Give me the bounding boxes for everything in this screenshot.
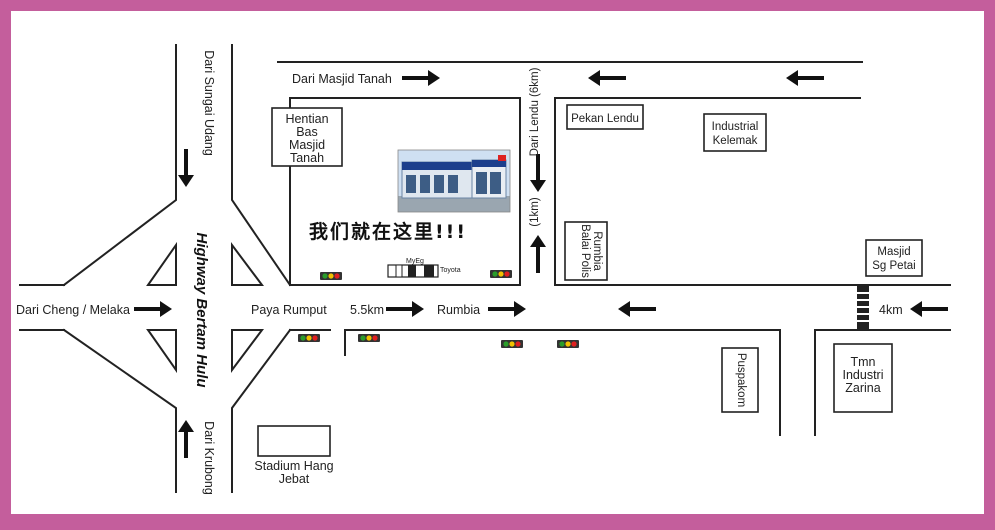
masjid-sg-petai-label-2: Sg Petai: [872, 260, 915, 272]
dari-cheng-melaka-label: Dari Cheng / Melaka: [16, 303, 130, 317]
zebra-crossing: [857, 286, 869, 329]
rumbia-label: Rumbia: [437, 303, 480, 317]
traffic-light-icon: [490, 270, 512, 278]
tmn-industri-box: [833, 343, 893, 413]
puspakom-label: Puspakom: [735, 353, 747, 407]
map-canvas: [11, 11, 984, 514]
traffic-light-icon: [501, 340, 523, 348]
hentian-label-2: Bas: [296, 125, 318, 139]
highway-label: Highway Bertam Hulu: [193, 232, 210, 387]
traffic-light-icon: [320, 272, 342, 280]
hentian-label-4: Tanah: [290, 151, 324, 165]
balai-polis-label-2: Rumbia: [591, 231, 603, 271]
main-roads: [277, 61, 951, 436]
stadium-box: [257, 425, 331, 457]
hentian-label-1: Hentian: [285, 112, 328, 126]
paya-rumput-label: Paya Rumput: [251, 303, 327, 317]
toyota-label: Toyota: [440, 267, 461, 274]
tmn-industri-label-2: Industri: [843, 368, 884, 382]
pekan-lendu-label: Pekan Lendu: [571, 113, 639, 125]
industrial-box: [703, 113, 767, 152]
stadium-label-2: Jebat: [279, 472, 310, 486]
masjid-sg-petai-label-1: Masjid: [877, 246, 910, 258]
hentian-label-3: Masjid: [289, 138, 325, 152]
balai-polis-label-1: Balai Polis: [579, 224, 591, 278]
balai-polis-box: [564, 221, 608, 281]
hentian-box: [271, 107, 343, 167]
distance-left-label: 5.5km: [350, 303, 384, 317]
dari-masjid-tanah-label: Dari Masjid Tanah: [292, 72, 392, 86]
tmn-industri-label-1: Tmn: [851, 355, 876, 369]
traffic-light-icon: [557, 340, 579, 348]
highway-roads: [19, 44, 292, 493]
distance-right-label: 4km: [879, 303, 903, 317]
stadium-label-1: Stadium Hang: [254, 459, 333, 473]
one-km-label: (1km): [529, 197, 541, 227]
pekan-lendu-box: [566, 104, 644, 130]
masjid-sg-petai-box: [865, 239, 923, 277]
industrial-label-1: Industrial: [712, 121, 759, 133]
building-photo: [397, 149, 511, 213]
dari-sungai-udang-label: Dari Sungai Udang: [202, 50, 216, 156]
tmn-industri-label-3: Zarina: [845, 381, 880, 395]
puspakom-box: [721, 347, 759, 413]
myeg-block: [387, 264, 439, 278]
traffic-light-icon: [358, 334, 380, 342]
dari-krubong-label: Dari Krubong: [202, 421, 216, 495]
traffic-light-icon: [298, 334, 320, 342]
industrial-label-2: Kelemak: [713, 135, 758, 147]
tagline-text: 我们就在这里!!!: [309, 220, 467, 243]
myeg-label: MyEg: [406, 258, 424, 265]
dari-lendu-label: Dari Lendu (6km): [529, 67, 541, 156]
